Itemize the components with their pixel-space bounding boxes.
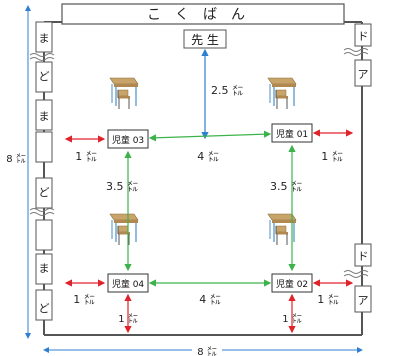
student-04: 児童 04 [107, 273, 149, 293]
window-char-6: ど [39, 302, 50, 315]
door-gap-icon [343, 270, 369, 278]
window-gap-icon [29, 208, 55, 216]
door-top: ド ア [343, 23, 372, 87]
right-col-gap-label: 3.5 ㍍ [270, 179, 302, 193]
window-char-2: ど [39, 70, 50, 83]
window-char-4: ど [39, 186, 50, 199]
student-02: 児童 02 [271, 273, 313, 293]
window-left: ま ど ま ど ま ど [29, 21, 55, 321]
back-right-wall-label: 1 ㍍ [317, 292, 339, 306]
student-03-label: 児童 03 [112, 134, 144, 146]
left-col-gap-label: 3.5 ㍍ [106, 179, 138, 193]
student-03: 児童 03 [107, 129, 149, 149]
door-top-char-1: ド [358, 30, 369, 43]
front-row-gap-arrow [148, 130, 272, 142]
door-bottom-char-2: ア [358, 294, 369, 307]
blackboard-label: こくばん [147, 7, 259, 23]
teacher-distance-label: 2.5 ㍍ [211, 83, 243, 97]
front-right-wall-label: 1 ㍍ [321, 149, 343, 163]
room-width-label: 8 ㍍ [197, 345, 217, 356]
back-wall-left-label: 1 ㍍ [118, 312, 138, 325]
desk-icon [109, 213, 139, 246]
door-bottom-char-1: ド [358, 250, 369, 263]
front-row-gap-label: 4 ㍍ [197, 149, 219, 163]
blackboard: こくばん [61, 3, 345, 25]
teacher-label: 先 生 [191, 33, 219, 47]
window-char-3: ま [39, 110, 50, 123]
student-04-label: 児童 04 [112, 278, 145, 290]
student-01-label: 児童 01 [276, 128, 308, 140]
door-top-char-2: ア [358, 68, 369, 81]
back-row-gap-label: 4 ㍍ [199, 292, 221, 306]
door-bottom: ド ア [343, 243, 372, 313]
window-char-5: ま [39, 262, 50, 275]
window-char-1: ま [39, 32, 50, 45]
student-01: 児童 01 [271, 123, 313, 143]
back-left-wall-label: 1 ㍍ [73, 292, 95, 306]
door-gap-icon [343, 48, 369, 56]
teacher-box: 先 生 [183, 29, 227, 49]
student-02-label: 児童 02 [276, 278, 308, 290]
window-gap-icon [29, 53, 55, 61]
room-height-label: 8 ㍍ [6, 152, 26, 165]
desk-icon [267, 77, 297, 110]
desk-icon [109, 77, 139, 110]
front-left-wall-label: 1 ㍍ [75, 149, 97, 163]
room-walls [43, 21, 363, 336]
back-wall-right-label: 1 ㍍ [282, 312, 302, 325]
